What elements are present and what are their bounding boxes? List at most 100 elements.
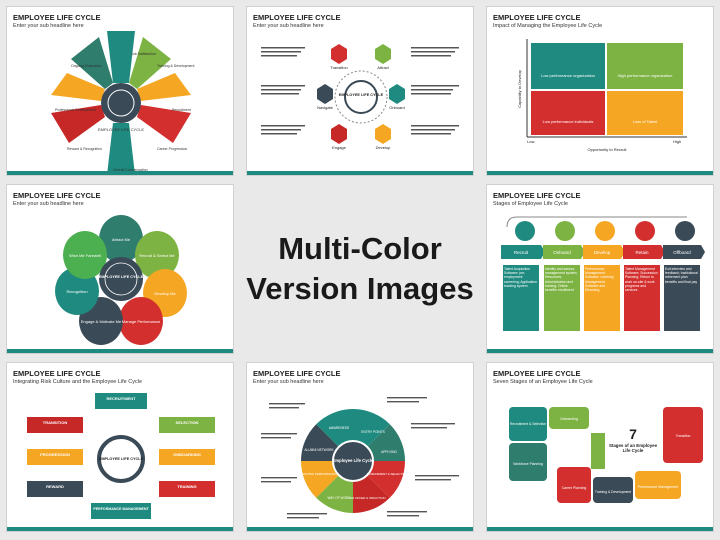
slide-footer-bar bbox=[7, 527, 233, 531]
hexagon-cycle-diagram: EMPLOYEE LIFE CYCLE Transition Attract O… bbox=[261, 44, 459, 150]
item-label: RECRUITMENT bbox=[106, 396, 136, 401]
stage-detail: Identify and assess; management system; … bbox=[545, 267, 578, 293]
stage-label: Career Planning bbox=[562, 486, 587, 490]
item-label: PROGRESSION bbox=[40, 452, 70, 457]
center-label: EMPLOYEE LIFE CYCLE bbox=[99, 457, 144, 461]
slide-title: EMPLOYEE LIFE CYCLE bbox=[253, 369, 341, 378]
ring-diagram: EMPLOYEE LIFE CYCLE RECRUITMENT SELECTIO… bbox=[27, 393, 215, 519]
slide-subtitle: Enter your sub headline here bbox=[253, 23, 324, 29]
item-label: Training & Development bbox=[157, 64, 194, 68]
stage-label: Onboarding bbox=[560, 417, 578, 421]
slide-thumbnail-8[interactable]: EMPLOYEE LIFE CYCLE Seven Stages of an E… bbox=[486, 362, 714, 532]
stage-label: Transition bbox=[330, 65, 347, 70]
segment-label: AWARENESS bbox=[329, 426, 349, 430]
seven-stages-path: Recruitment & Selection Onboarding Workf… bbox=[509, 407, 703, 503]
slide-thumbnail-4[interactable]: EMPLOYEE LIFE CYCLE Enter your sub headl… bbox=[6, 184, 234, 354]
center-caption: Multi-Color Version Images bbox=[246, 184, 474, 354]
slide-thumbnail-6[interactable]: EMPLOYEE LIFE CYCLE Integrating Risk Cul… bbox=[6, 362, 234, 532]
petal-label: Attract Me bbox=[112, 237, 131, 242]
stage-caption: Stages of an Employee Life Cycle bbox=[608, 443, 658, 454]
stage-label: Develop bbox=[594, 250, 611, 255]
item-label: Recruitment bbox=[172, 108, 191, 112]
stage-label: Navigate bbox=[317, 105, 334, 110]
stage-label: Workforce Planning bbox=[513, 462, 543, 466]
center-label: EMPLOYEE LIFE CYCLE bbox=[98, 127, 144, 132]
segment-label: ASSESSMENT & SELECTION bbox=[366, 472, 407, 476]
slide-footer-bar bbox=[487, 171, 713, 175]
slide-title: EMPLOYEE LIFE CYCLE bbox=[253, 13, 341, 22]
slide-footer-bar bbox=[487, 349, 713, 353]
quadrant-label: Loss of Talent bbox=[633, 119, 658, 124]
item-label: Professional Development bbox=[55, 108, 96, 112]
quadrant-label: Low performance individuals bbox=[543, 119, 594, 124]
quadrant-matrix: Low performance organization Low perform… bbox=[517, 39, 687, 152]
slide-title: EMPLOYEE LIFE CYCLE bbox=[493, 191, 581, 200]
slide-subtitle: Integrating Risk Culture and the Employe… bbox=[13, 379, 143, 385]
petal-label: Engage & Motivate Me bbox=[81, 319, 122, 324]
stage-label: Transition bbox=[676, 434, 691, 438]
item-label: SELECTION bbox=[176, 420, 199, 425]
stage-label: Training & Development bbox=[595, 490, 631, 494]
petal-cycle-diagram: EMPLOYEE LIFE CYCLE Attract Me Recruit &… bbox=[55, 215, 187, 345]
stage-label: Onboard bbox=[553, 250, 571, 255]
center-label: Employee Life Cycle bbox=[333, 458, 374, 463]
item-label: Career Progression bbox=[157, 147, 187, 151]
stage-label: Attract bbox=[377, 65, 389, 70]
item-label: Job Satisfaction bbox=[131, 52, 156, 56]
slide-subtitle: Enter your sub headline here bbox=[253, 379, 324, 385]
segment-label: ALUMNI NETWORK bbox=[304, 448, 334, 452]
center-label: EMPLOYEE LIFE CYCLE bbox=[339, 93, 384, 97]
petal-label: Recognition bbox=[66, 289, 87, 294]
stage-label: Develop bbox=[376, 145, 391, 150]
slide-title: EMPLOYEE LIFE CYCLE bbox=[13, 13, 101, 22]
petal-label: Manage Performance bbox=[122, 319, 161, 324]
radial-diagram: EMPLOYEE LIFE CYCLE Job Satisfaction Tra… bbox=[51, 31, 194, 175]
stage-detail: Exit interview and feedback; Institution… bbox=[665, 267, 698, 284]
caption-line-2: Version Images bbox=[246, 271, 474, 306]
slide-title: EMPLOYEE LIFE CYCLE bbox=[493, 13, 581, 22]
stage-detail: Performance Management Software; Learnin… bbox=[585, 267, 614, 293]
slide-footer-bar bbox=[7, 171, 233, 175]
slide-title: EMPLOYEE LIFE CYCLE bbox=[13, 191, 101, 200]
slide-subtitle: Enter your sub headline here bbox=[13, 201, 84, 207]
item-label: Ongoing Evaluation bbox=[71, 64, 102, 68]
slide-footer-bar bbox=[247, 171, 473, 175]
center-label: EMPLOYEE LIFE CYCLE bbox=[99, 275, 144, 279]
axis-low-label: Low bbox=[527, 139, 534, 144]
stage-label: Performance Management bbox=[638, 485, 678, 489]
item-label: REWARD bbox=[46, 484, 64, 489]
segment-label: JOB OFFER & INDUCTION bbox=[348, 496, 385, 500]
stage-label: Engage bbox=[332, 145, 347, 150]
x-axis-label: Opportunity to Recruit bbox=[588, 147, 628, 152]
slide-title: EMPLOYEE LIFE CYCLE bbox=[13, 369, 101, 378]
segment-label: APPLYING bbox=[381, 450, 397, 454]
slide-thumbnail-1[interactable]: EMPLOYEE LIFE CYCLE Enter your sub headl… bbox=[6, 6, 234, 176]
stage-detail: Talent Acquisition Software; pre-employm… bbox=[504, 267, 537, 288]
stage-label: Recruitment & Selection bbox=[510, 422, 546, 426]
segmented-wheel: Employee Life Cycle AWARENESS ENTRY POIN… bbox=[261, 397, 459, 519]
slide-subtitle: Impact of Managing the Employee Life Cyc… bbox=[493, 23, 603, 29]
slide-thumbnail-3[interactable]: EMPLOYEE LIFE CYCLE Impact of Managing t… bbox=[486, 6, 714, 176]
stage-count: 7 bbox=[629, 426, 637, 442]
slide-footer-bar bbox=[487, 527, 713, 531]
item-label: TRAINING bbox=[177, 484, 196, 489]
segment-label: ENTRY POINTS bbox=[361, 430, 384, 434]
petal-label: Recruit & Select Me bbox=[139, 253, 175, 258]
stage-label: Offboard bbox=[673, 250, 691, 255]
caption-line-1: Multi-Color bbox=[278, 231, 442, 266]
stage-label: Retain bbox=[635, 250, 649, 255]
stage-label: Recruit bbox=[514, 250, 529, 255]
segment-label: WAY OF WORK bbox=[328, 496, 352, 500]
slide-footer-bar bbox=[247, 527, 473, 531]
petal-label: Wish Me Farewell bbox=[69, 253, 101, 258]
quadrant-label: High performance organization bbox=[618, 73, 673, 78]
slide-title: EMPLOYEE LIFE CYCLE bbox=[493, 369, 581, 378]
item-label: ONBOARDING bbox=[173, 452, 201, 457]
slide-thumbnail-5[interactable]: EMPLOYEE LIFE CYCLE Stages of Employee L… bbox=[486, 184, 714, 354]
slide-thumbnail-7[interactable]: EMPLOYEE LIFE CYCLE Enter your sub headl… bbox=[246, 362, 474, 532]
axis-high-label: High bbox=[673, 139, 681, 144]
stage-label: Onboard bbox=[389, 105, 405, 110]
y-axis-label: Capability to Develop bbox=[517, 69, 522, 108]
slide-footer-bar bbox=[7, 349, 233, 353]
slide-thumbnail-2[interactable]: EMPLOYEE LIFE CYCLE Enter your sub headl… bbox=[246, 6, 474, 176]
